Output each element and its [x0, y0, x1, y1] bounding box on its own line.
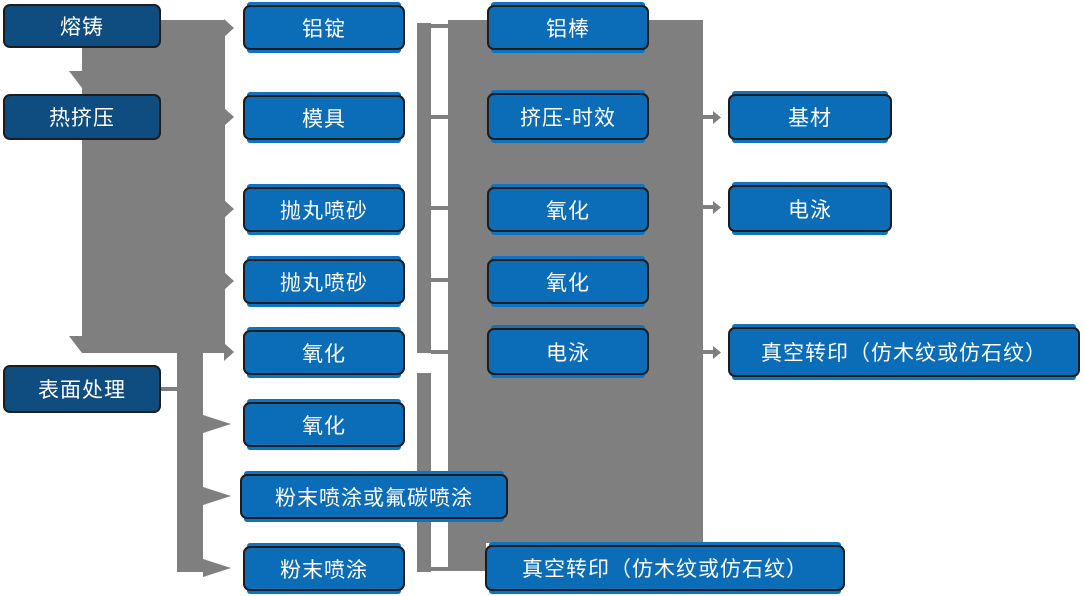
- node-rongzhu: 熔铸: [3, 4, 161, 48]
- arrow-right-icon: [713, 346, 721, 359]
- arrow-right-icon: [203, 415, 231, 433]
- connector-jicai-line: [703, 115, 714, 119]
- node-paowan-pensha-1: 抛丸喷砂: [243, 187, 405, 232]
- arrow-right-icon: [713, 201, 721, 214]
- connector-surface-band: [177, 353, 203, 572]
- node-lvbang: 铝棒: [487, 5, 649, 50]
- arrow-right-icon: [224, 200, 234, 218]
- arrow-right-icon: [203, 559, 231, 577]
- connector-surface-link: [161, 387, 177, 391]
- connector-link-row4: [431, 278, 448, 282]
- node-zhenkong-zhuanyin-bottom: 真空转印（仿木纹或仿石纹）: [485, 545, 845, 591]
- node-dianyong-2: 电泳: [728, 185, 892, 232]
- connector-mid-band-upper: [417, 23, 431, 353]
- node-fenmo-pentu: 粉末喷涂: [243, 546, 405, 591]
- connector-link-row5: [431, 350, 448, 354]
- node-paowan-pensha-2: 抛丸喷砂: [243, 259, 405, 304]
- node-zhenkong-zhuanyin-top: 真空转印（仿木纹或仿石纹）: [728, 327, 1080, 377]
- node-yanghua-1: 氧化: [243, 330, 405, 375]
- node-yanghua-3: 氧化: [487, 187, 649, 232]
- connector-mid-band-lower: [417, 373, 431, 572]
- connector-link-row1: [431, 24, 448, 28]
- connector-link-row2: [431, 115, 448, 119]
- node-dianyong-1: 电泳: [487, 328, 649, 375]
- arrow-right-icon: [224, 108, 234, 126]
- node-yanghua-2: 氧化: [243, 402, 405, 447]
- node-muju: 模具: [243, 95, 405, 140]
- node-jicai: 基材: [728, 94, 892, 140]
- node-yanghua-4: 氧化: [487, 259, 649, 304]
- connector-dianyong-line: [703, 205, 714, 209]
- node-rejiya: 热挤压: [3, 94, 161, 140]
- arrow-right-icon: [224, 19, 234, 37]
- connector-zhenkong-line: [703, 350, 714, 354]
- node-lvding: 铝锭: [243, 5, 405, 50]
- arrow-right-icon: [713, 111, 721, 124]
- connector-block-foot: [448, 543, 486, 571]
- node-fenmo-huo-futan-pentu: 粉末喷涂或氟碳喷涂: [240, 474, 508, 519]
- arrow-right-icon: [224, 343, 234, 361]
- arrow-right-icon: [224, 272, 234, 290]
- connector-link-row3: [431, 206, 448, 210]
- arrow-right-icon: [203, 487, 231, 505]
- node-biaomian-chuli: 表面处理: [3, 365, 161, 413]
- connector-main-band: [82, 20, 225, 353]
- node-jiya-shixiao: 挤压-时效: [487, 93, 649, 140]
- connector-link-row8: [431, 567, 448, 571]
